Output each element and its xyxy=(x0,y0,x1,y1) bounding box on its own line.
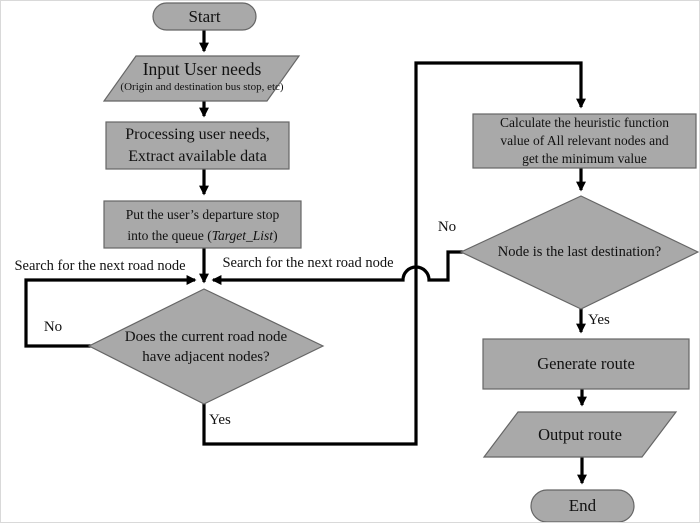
processing-rect-shape xyxy=(105,121,290,170)
adjacent-decision-label: Does the current road node have adjacent… xyxy=(89,289,323,404)
destination-decision-diamond-shape xyxy=(459,195,699,310)
start-terminator-shape xyxy=(152,2,257,31)
enqueue-label: Put the user’s departure stop into the q… xyxy=(104,201,301,248)
processing-label: Processing user needs, Extract available… xyxy=(106,122,289,169)
destination-decision-text: Node is the last destination? xyxy=(497,244,662,260)
destination-decision-label: Node is the last destination? xyxy=(461,196,698,309)
output-parallelogram-shape xyxy=(482,411,678,458)
enqueue-line2-prefix: into the queue ( xyxy=(127,227,212,243)
no-adjacent-edge-label: No xyxy=(43,319,63,335)
input-label: Input User needs (Origin and destination… xyxy=(96,58,308,94)
search-right-edge-label: Search for the next road node xyxy=(222,255,394,271)
yes-destination-edge-label: Yes xyxy=(588,312,610,328)
search-left-edge-label: Search for the next road node xyxy=(14,258,186,274)
enqueue-line1: Put the user’s departure stop xyxy=(125,206,280,222)
start-label: Start xyxy=(188,7,221,26)
enqueue-line2: into the queue (Target_List) xyxy=(127,225,277,246)
heuristic-line1: Calculate the heuristic function xyxy=(499,115,670,130)
adjacent-decision-diamond-shape xyxy=(87,288,325,405)
enqueue-line2-suffix: ) xyxy=(273,227,278,243)
input-parallelogram-shape xyxy=(102,55,301,102)
processing-line2: Extract available data xyxy=(128,147,267,165)
heuristic-line3: get the minimum value xyxy=(522,151,647,166)
end-label: End xyxy=(568,496,597,515)
edge-no-destination-loop xyxy=(211,250,463,285)
edge-no-adjacent-loop xyxy=(24,275,197,348)
adjacent-decision-line2: have adjacent nodes? xyxy=(142,348,270,365)
output-route-label: Output route xyxy=(538,425,622,444)
no-destination-edge-label: No xyxy=(437,219,457,235)
end-terminator-shape xyxy=(530,489,635,522)
edge-yes-adjacent-to-heuristic xyxy=(202,61,586,446)
enqueue-rect-shape xyxy=(103,200,302,249)
generate-route-label: Generate route xyxy=(537,354,635,373)
generate-rect-shape xyxy=(482,338,690,390)
yes-adjacent-edge-label: Yes xyxy=(209,412,231,428)
heuristic-line2: value of All relevant nodes and xyxy=(500,133,669,148)
enqueue-target-list: Target_List xyxy=(211,227,274,243)
heuristic-rect-shape xyxy=(472,113,697,169)
adjacent-decision-line1: Does the current road node xyxy=(124,328,288,345)
input-subtitle: (Origin and destination bus stop, etc) xyxy=(120,81,284,93)
input-title: Input User needs xyxy=(142,59,262,79)
processing-line1: Processing user needs, xyxy=(125,125,270,143)
heuristic-label: Calculate the heuristic function value o… xyxy=(473,114,696,168)
